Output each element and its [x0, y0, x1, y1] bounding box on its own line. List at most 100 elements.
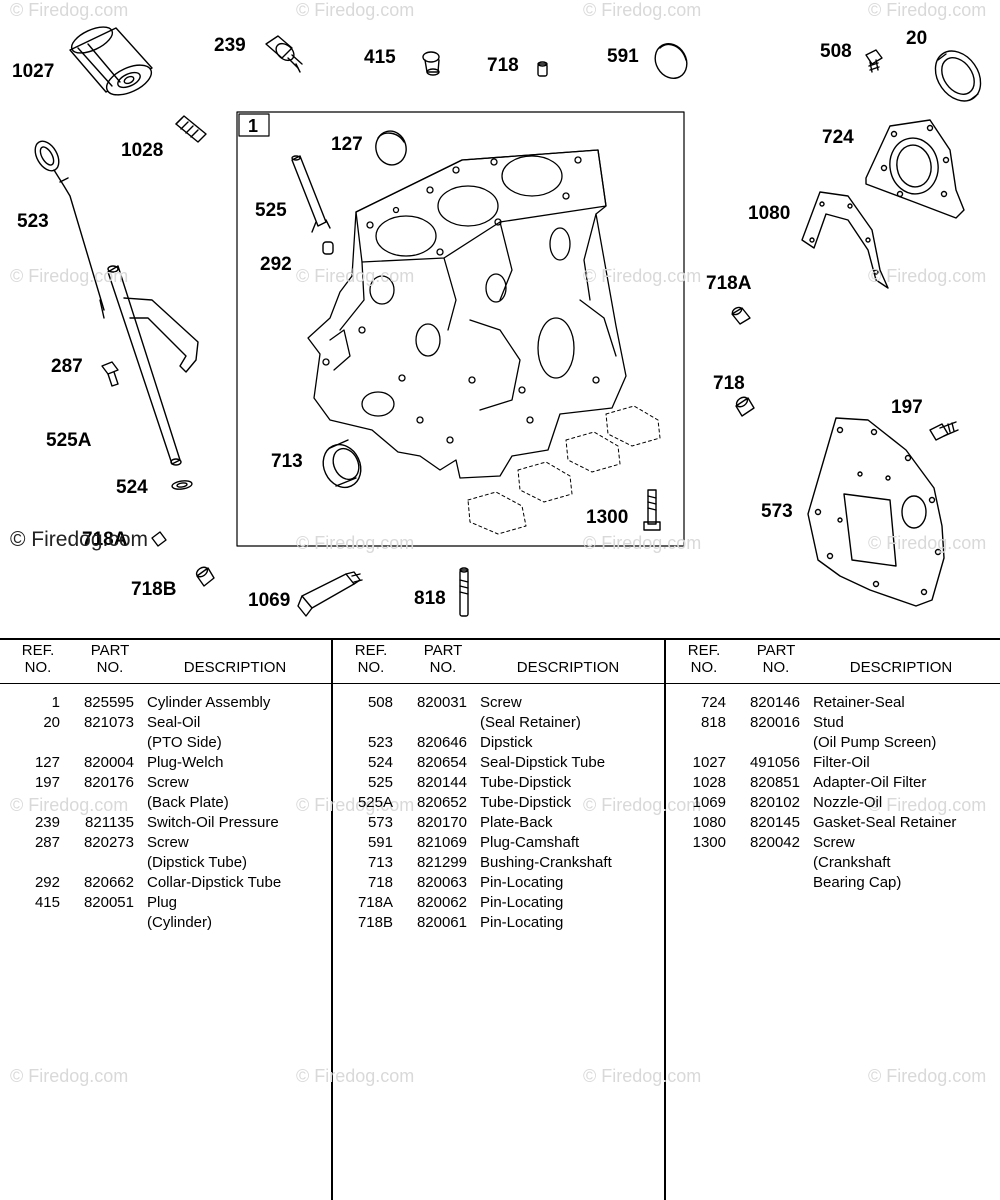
callout-718b: 718B — [131, 579, 177, 600]
ref-no: 287 — [34, 834, 60, 851]
header-part-line: PART — [756, 642, 796, 659]
part-no: 820051 — [83, 894, 134, 911]
dipstick-tube-short-icon — [291, 155, 331, 233]
locating-pin-a-icon — [151, 531, 167, 547]
ref-no: 1080 — [692, 814, 726, 831]
description: (Dipstick Tube) — [147, 854, 248, 871]
watermark: © Firedog.com — [868, 266, 987, 286]
table-top-rule — [0, 638, 1000, 640]
part-no: 491056 — [749, 754, 800, 771]
header-part-line: NO. — [429, 659, 457, 676]
back-plate-icon — [807, 417, 945, 607]
table-row: (Seal Retainer) — [333, 713, 666, 733]
callout-525a: 525A — [46, 430, 92, 451]
header-ref-no: REF.NO. — [18, 642, 58, 676]
header-description: DESCRIPTION — [183, 659, 287, 676]
description: Pin-Locating — [480, 914, 564, 931]
description: Plug-Welch — [147, 754, 224, 771]
watermark: © Firedog.com — [296, 0, 415, 20]
part-no: 820004 — [83, 754, 134, 771]
description: Screw — [813, 834, 855, 851]
callout-20: 20 — [906, 28, 928, 49]
part-no: 821135 — [85, 814, 134, 831]
watermark: © Firedog.com — [583, 266, 702, 286]
description: (Cylinder) — [147, 914, 213, 931]
header-ref-line: NO. — [357, 659, 385, 676]
ref-no: 1027 — [692, 754, 726, 771]
header-ref-no: REF.NO. — [351, 642, 391, 676]
callout-524: 524 — [116, 477, 148, 498]
ref-no: 292 — [34, 874, 60, 891]
watermark: © Firedog.com — [583, 0, 702, 20]
header-part-line: NO. — [96, 659, 124, 676]
exploded-view-drawing — [34, 26, 982, 617]
column-divider — [664, 638, 666, 1200]
description: Bearing Cap) — [813, 874, 902, 891]
header-rule — [666, 683, 1000, 684]
part-no: 820062 — [416, 894, 467, 911]
header-ref-line: REF. — [687, 642, 721, 659]
part-no: 820654 — [416, 754, 467, 771]
part-no: 820031 — [416, 694, 467, 711]
ref-no: 20 — [43, 714, 60, 731]
callout-239: 239 — [214, 35, 246, 56]
description: Collar-Dipstick Tube — [147, 874, 282, 891]
description: Dipstick — [480, 734, 533, 751]
description: Tube-Dipstick — [480, 794, 572, 811]
part-no: 820646 — [416, 734, 467, 751]
ref-no: 818 — [700, 714, 726, 731]
ref-no: 1069 — [692, 794, 726, 811]
part-no: 820662 — [83, 874, 134, 891]
header-part-line: PART — [90, 642, 130, 659]
bearing-cap-screw-icon — [643, 489, 661, 531]
description: Screw — [147, 774, 189, 791]
watermark: © Firedog.com — [296, 1066, 415, 1086]
header-description: DESCRIPTION — [849, 659, 953, 676]
part-no: 820016 — [749, 714, 800, 731]
table-row: 292 820662 Collar-Dipstick Tube — [0, 873, 333, 893]
dipstick-tube-icon — [107, 265, 199, 466]
description: Adapter-Oil Filter — [813, 774, 927, 791]
part-no: 820170 — [416, 814, 467, 831]
dipstick-collar-icon — [322, 241, 334, 255]
table-row: 127 820004 Plug-Welch — [0, 753, 333, 773]
callout-724: 724 — [822, 127, 854, 148]
watermark: © Firedog.com — [10, 0, 129, 20]
oil-nozzle-icon — [297, 571, 363, 617]
callout-718a-right: 718A — [706, 273, 752, 294]
watermark: © Firedog.com — [583, 795, 702, 815]
ref-no: 1028 — [692, 774, 726, 791]
description: Filter-Oil — [813, 754, 870, 771]
ref-no: 718 — [367, 874, 393, 891]
ref-no: 591 — [367, 834, 393, 851]
description: (Crankshaft — [813, 854, 891, 871]
ref-no: 127 — [34, 754, 60, 771]
dipstick-tube-screw-icon — [101, 361, 119, 387]
watermark: © Firedog.com — [296, 795, 415, 815]
header-rule — [333, 683, 664, 684]
watermark: © Firedog.com — [583, 533, 702, 553]
watermark: © Firedog.com — [583, 1066, 702, 1086]
oil-seal-icon — [934, 50, 982, 102]
description: Stud — [813, 714, 844, 731]
welch-plug-icon — [375, 130, 407, 166]
part-no: 820652 — [416, 794, 467, 811]
back-plate-screw-icon — [929, 421, 959, 441]
seal-retainer-gasket-icon — [801, 191, 889, 289]
callout-1: 1 — [248, 116, 259, 136]
table-row: (Cylinder) — [0, 913, 333, 933]
